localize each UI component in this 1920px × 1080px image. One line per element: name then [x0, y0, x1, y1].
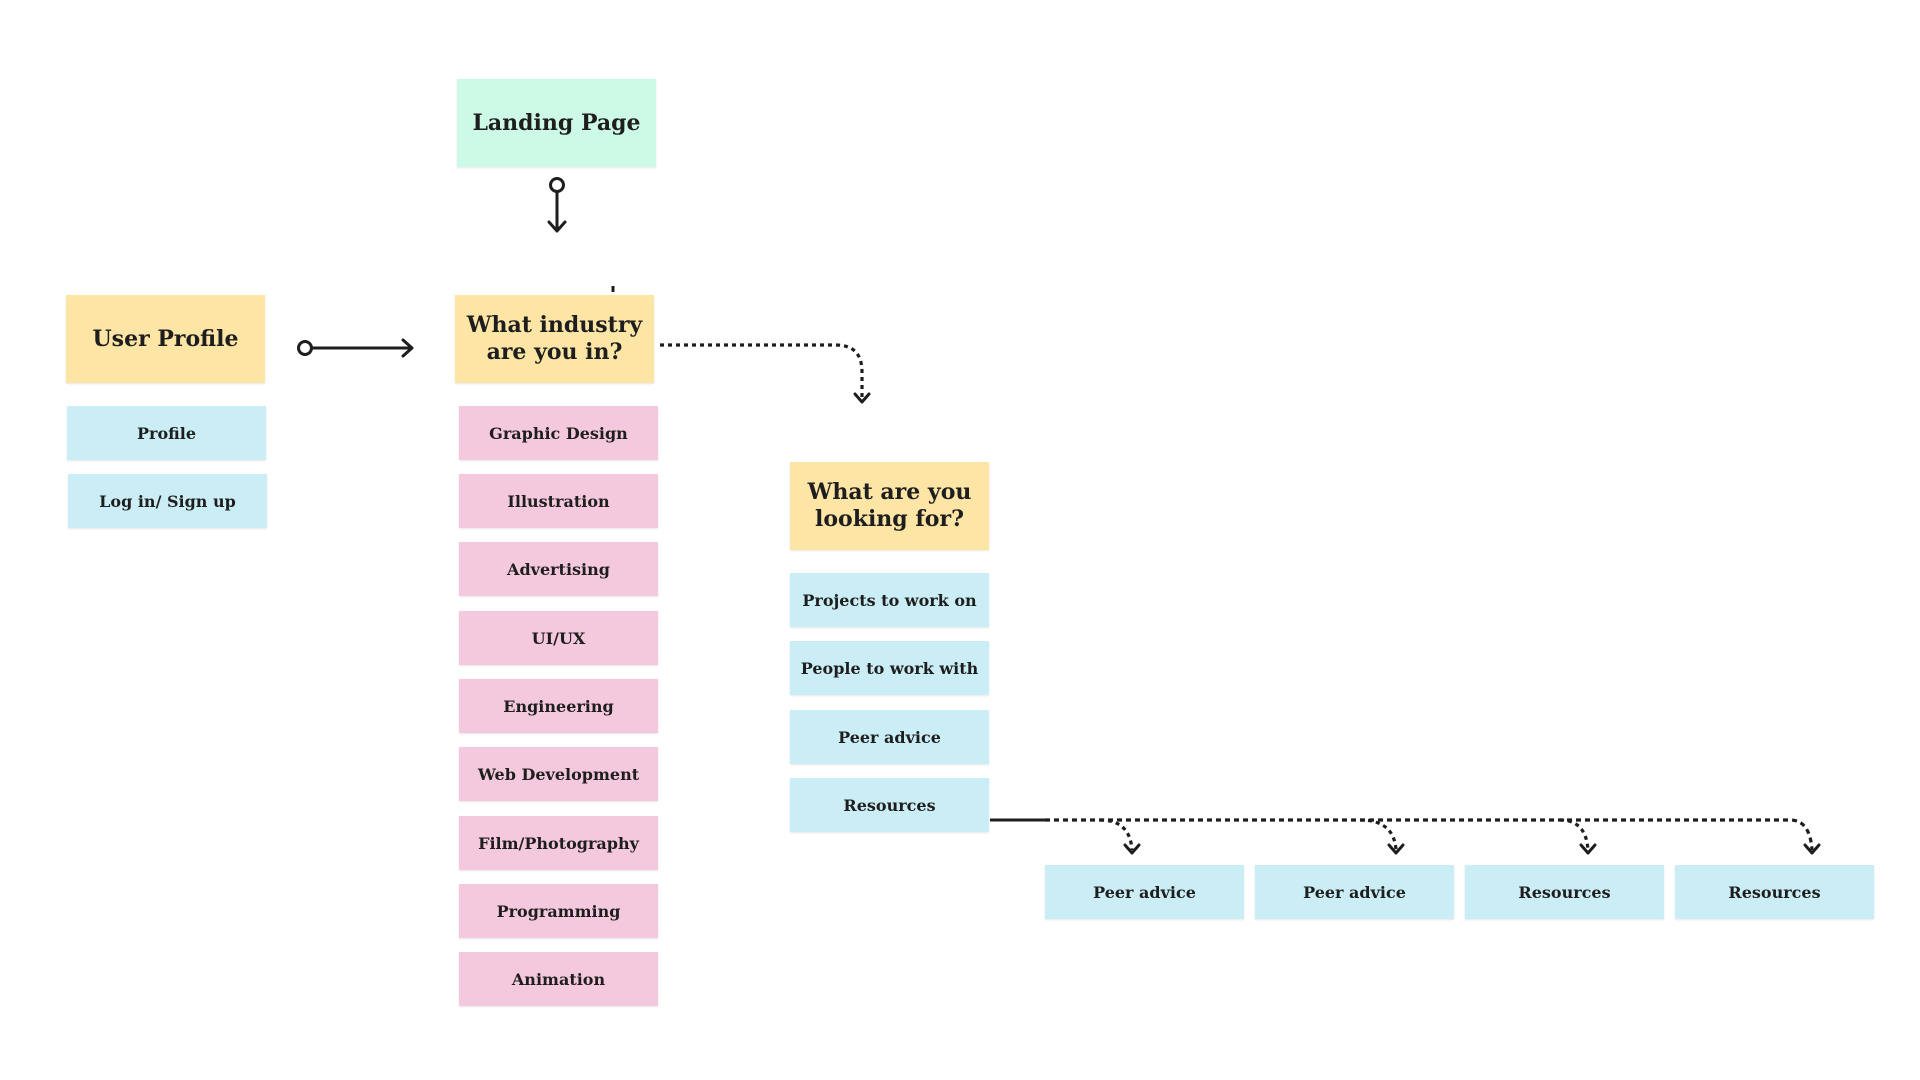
industry-option-illustration: Illustration: [459, 474, 658, 528]
resources-child-resources-2: Resources: [1675, 865, 1874, 919]
connector-industry-to-looking-for: [660, 343, 871, 404]
connector-landing-to-industry: [547, 177, 567, 233]
looking-for-option-peer-advice: Peer advice: [790, 710, 989, 764]
looking-for-question-node: What are you looking for?: [790, 462, 989, 550]
connector-resources-to-children: [990, 818, 1821, 855]
industry-option-film-photography: Film/Photography: [459, 816, 658, 870]
resources-child-peer-advice-1: Peer advice: [1045, 865, 1244, 919]
connector-profile-to-industry: [297, 338, 414, 358]
profile-option: Profile: [67, 406, 266, 460]
industry-option-engineering: Engineering: [459, 679, 658, 733]
resources-child-resources-1: Resources: [1465, 865, 1664, 919]
user-profile-node: User Profile: [66, 295, 265, 383]
login-signup-option: Log in/ Sign up: [68, 474, 267, 528]
looking-for-option-projects: Projects to work on: [790, 573, 989, 627]
industry-option-graphic-design: Graphic Design: [459, 406, 658, 460]
looking-for-option-people: People to work with: [790, 641, 989, 695]
industry-option-web-development: Web Development: [459, 747, 658, 801]
industry-option-ui-ux: UI/UX: [459, 611, 658, 665]
industry-option-programming: Programming: [459, 884, 658, 938]
landing-page-node: Landing Page: [457, 79, 656, 167]
looking-for-option-resources: Resources: [790, 778, 989, 832]
industry-option-advertising: Advertising: [459, 542, 658, 596]
industry-question-node: What industry are you in?: [455, 295, 654, 383]
resources-child-peer-advice-2: Peer advice: [1255, 865, 1454, 919]
industry-option-animation: Animation: [459, 952, 658, 1006]
